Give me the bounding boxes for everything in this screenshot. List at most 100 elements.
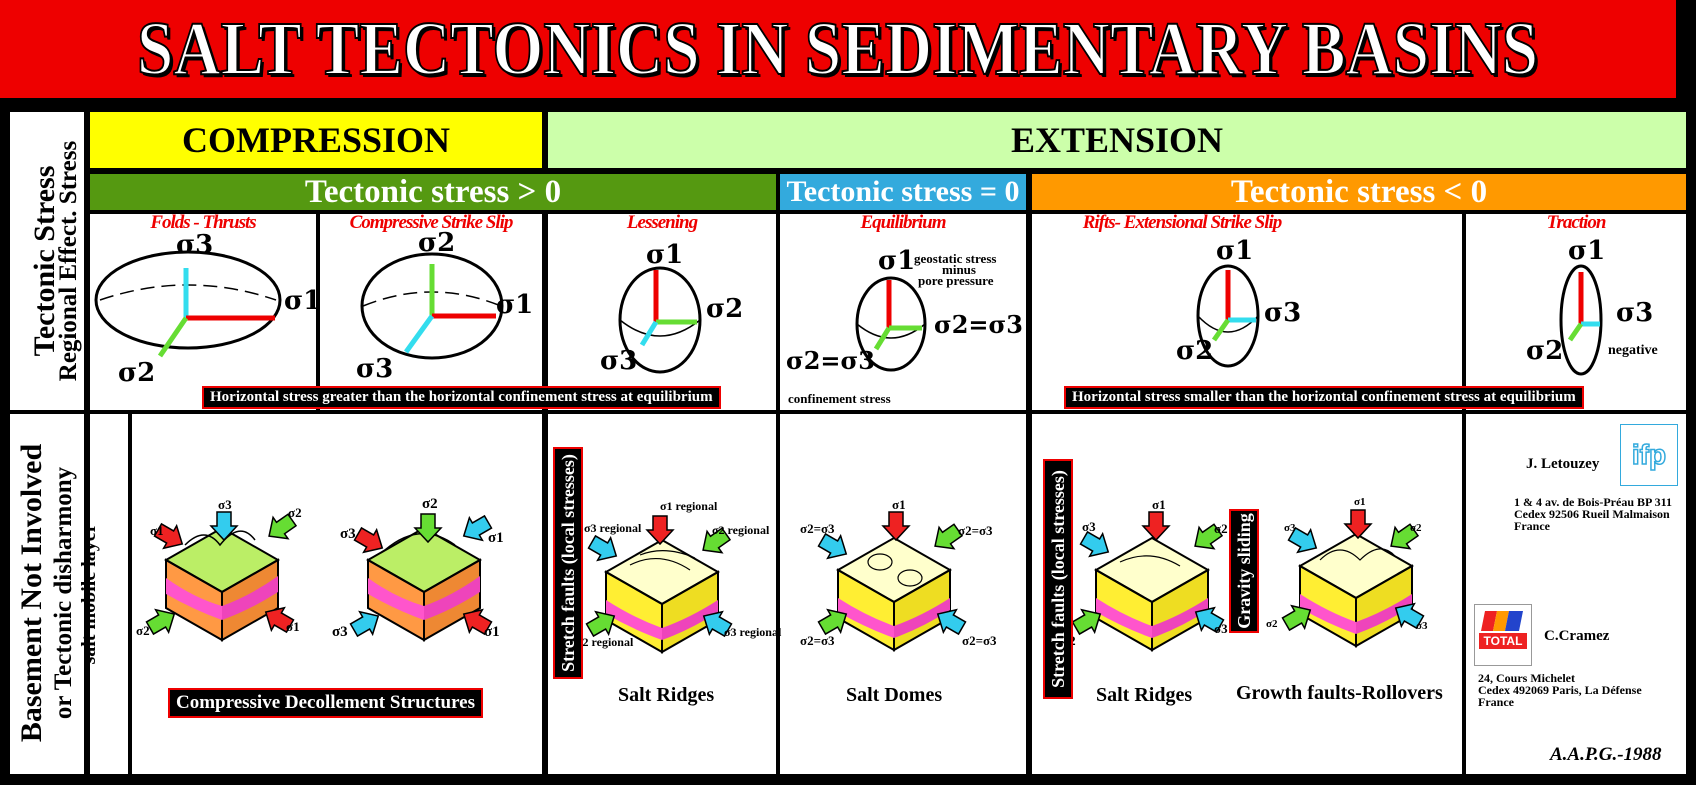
credit-address-1-line3: France — [1514, 519, 1550, 533]
block-sigma: σ1 — [484, 624, 500, 640]
block-sigma: σ1 — [1152, 497, 1166, 512]
block-sigma: σ1 — [892, 497, 906, 512]
credit-address-2-line1: 24, Cours Michelet — [1478, 671, 1575, 685]
block-sigma: σ3 — [340, 526, 356, 542]
sigma-label: σ2 — [1176, 336, 1214, 366]
block-salt-ridges-1 — [582, 515, 736, 653]
caption-rifts: Rifts- Extensional Strike Slip — [1082, 212, 1283, 233]
sigma-label: σ3 — [600, 346, 638, 376]
block-salt-domes — [814, 511, 970, 651]
block-sigma: σ2=σ3 — [800, 633, 835, 648]
block-sigma: σ1 regional — [660, 499, 718, 513]
cell-credits — [1466, 414, 1686, 774]
block-salt-ridges-2 — [1068, 511, 1228, 651]
ifp-logo-text: ifp — [1631, 438, 1667, 471]
note-pore-pressure: pore pressure — [918, 273, 994, 288]
banner-stretch-faults-2: Stretch faults (local stresses) — [1043, 459, 1073, 699]
header-stress-positive: Tectonic stress > 0 — [90, 174, 776, 210]
block-folds-thrusts — [142, 508, 301, 641]
left-label-top-panel — [10, 112, 84, 410]
block-sigma: σ2 — [1410, 522, 1422, 534]
citation: A.A.P.G.-1988 — [1550, 744, 1662, 765]
block-compressive-strike-slip — [346, 509, 496, 643]
credit-address-1-line2: Cedex 92506 Rueil Malmaison — [1514, 507, 1670, 521]
block-sigma: σ1 — [488, 530, 504, 546]
block-sigma: σ2 — [136, 623, 150, 638]
page-title: SALT TECTONICS IN SEDIMENTARY BASINS — [137, 6, 1540, 92]
ellipsoid-rifts — [1196, 264, 1260, 368]
total-logo-text: TOTAL — [1479, 633, 1527, 649]
block-sigma: σ3 regional — [584, 521, 642, 535]
block-sigma: σ2 — [288, 505, 302, 520]
label-salt-ridges-2: Salt Ridges — [1096, 684, 1193, 706]
total-logo-stripes — [1481, 611, 1523, 631]
sigma-label: σ1 — [1216, 236, 1254, 266]
cell-equilibrium — [780, 214, 1026, 410]
banner-stretch-faults-1: Stretch faults (local stresses) — [553, 447, 583, 679]
block-growth-faults — [1278, 509, 1428, 647]
note-geostatic: geostatic stress — [914, 251, 997, 266]
sigma-label: σ1 — [646, 240, 684, 270]
block-sigma: σ2 regional — [576, 635, 634, 649]
sigma-label: σ2 — [418, 228, 456, 258]
sigma-label: σ1 — [284, 286, 322, 316]
credit-address-2-line3: France — [1478, 695, 1514, 709]
credit-address-2-line2: Cedex 492069 Paris, La Défense — [1478, 683, 1642, 697]
sigma-label: σ2=σ3 — [786, 346, 875, 375]
block-sigma: σ1 — [1354, 496, 1366, 508]
header-stress-zero: Tectonic stress = 0 — [780, 174, 1026, 210]
sigma-label: σ3 — [356, 354, 394, 384]
sigma-label: σ1 — [878, 246, 916, 276]
cell-traction — [1466, 214, 1686, 410]
ellipsoid-traction — [1559, 264, 1603, 376]
banner-decollement: Compressive Decollement Structures — [168, 688, 484, 718]
banner-compression-stress: Horizontal stress greater than the horiz… — [202, 386, 721, 409]
label-salt-ridges-1: Salt Ridges — [618, 684, 715, 706]
ifp-logo: ifp — [1620, 424, 1678, 486]
sigma-label: σ2 — [1526, 336, 1564, 366]
block-sigma: σ3 — [332, 624, 348, 640]
block-sigma: σ2=σ3 — [962, 633, 997, 648]
note-minus: minus — [942, 262, 976, 277]
credit-address-1-line1: 1 & 4 av. de Bois-Préau BP 311 — [1514, 495, 1673, 509]
credit-author-2: C.Cramez — [1544, 628, 1610, 644]
block-sigma: σ3 — [1214, 621, 1228, 636]
sigma-label: σ2=σ3 — [934, 310, 1023, 339]
block-sigma: σ2=σ3 — [800, 521, 835, 536]
sigma-label: σ3 — [1616, 298, 1654, 328]
ellipsoid-equilibrium — [855, 276, 927, 372]
left-label-bottom-panel — [10, 414, 84, 774]
label-growth-faults: Growth faults-Rollovers — [1236, 682, 1443, 704]
header-compression: COMPRESSION — [90, 112, 542, 168]
cell-rifts — [1032, 214, 1462, 410]
block-sigma: σ2 regional — [712, 523, 770, 537]
block-sigma: σ3 — [1082, 519, 1096, 534]
block-sigma: σ3 — [218, 497, 232, 512]
caption-equilibrium: Equilibrium — [860, 212, 946, 233]
ellipsoid-compressive-strike-slip — [360, 252, 504, 360]
caption-folds-thrusts: Folds - Thrusts — [150, 212, 256, 233]
block-sigma: σ3 regional — [724, 625, 782, 639]
block-sigma: σ1 — [150, 523, 164, 538]
sigma-label: σ3 — [176, 230, 214, 260]
banner-extension-stress: Horizontal stress smaller than the horiz… — [1064, 386, 1584, 409]
block-sigma: σ3 — [1284, 522, 1296, 534]
block-sigma: σ2=σ3 — [958, 523, 993, 538]
note-negative: negative — [1608, 343, 1658, 358]
ellipsoid-lessening — [618, 266, 702, 374]
sigma-label: σ2 — [706, 294, 744, 324]
block-sigma: σ3 — [1416, 620, 1428, 632]
header-stress-negative: Tectonic stress < 0 — [1032, 174, 1686, 210]
cell-lessening — [548, 214, 776, 410]
label-salt-domes: Salt Domes — [846, 684, 943, 706]
sigma-label: σ1 — [496, 290, 534, 320]
credit-author-1: J. Letouzey — [1526, 456, 1600, 472]
ellipsoid-folds-thrusts — [94, 250, 282, 358]
note-confinement: confinement stress — [788, 391, 891, 406]
caption-traction: Traction — [1546, 212, 1607, 233]
sigma-label: σ1 — [1568, 236, 1606, 266]
banner-gravity-sliding: Gravity sliding — [1229, 509, 1259, 633]
